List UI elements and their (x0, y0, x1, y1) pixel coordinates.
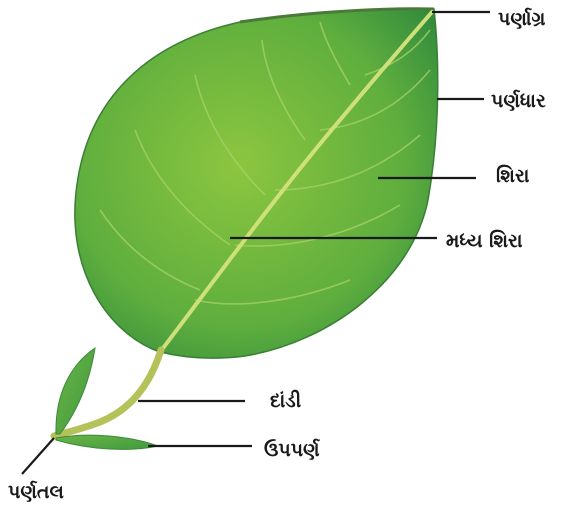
leader-line-base (22, 438, 54, 474)
stipule-upper (56, 348, 95, 434)
label-petiole: દાંડી (270, 392, 301, 411)
stipule-lower (56, 435, 158, 449)
label-leaf-apex: પર્ણાગ્ર (498, 10, 545, 29)
label-midrib: મધ્ય શિરા (446, 232, 523, 251)
label-stipule: ઉપપર્ણ (264, 441, 320, 460)
label-leaf-margin: પર્ણધાર (491, 92, 546, 111)
leaf-blade (75, 9, 438, 358)
label-leaf-base: પર્ણતલ (8, 483, 64, 502)
label-vein: શિરા (496, 167, 529, 186)
